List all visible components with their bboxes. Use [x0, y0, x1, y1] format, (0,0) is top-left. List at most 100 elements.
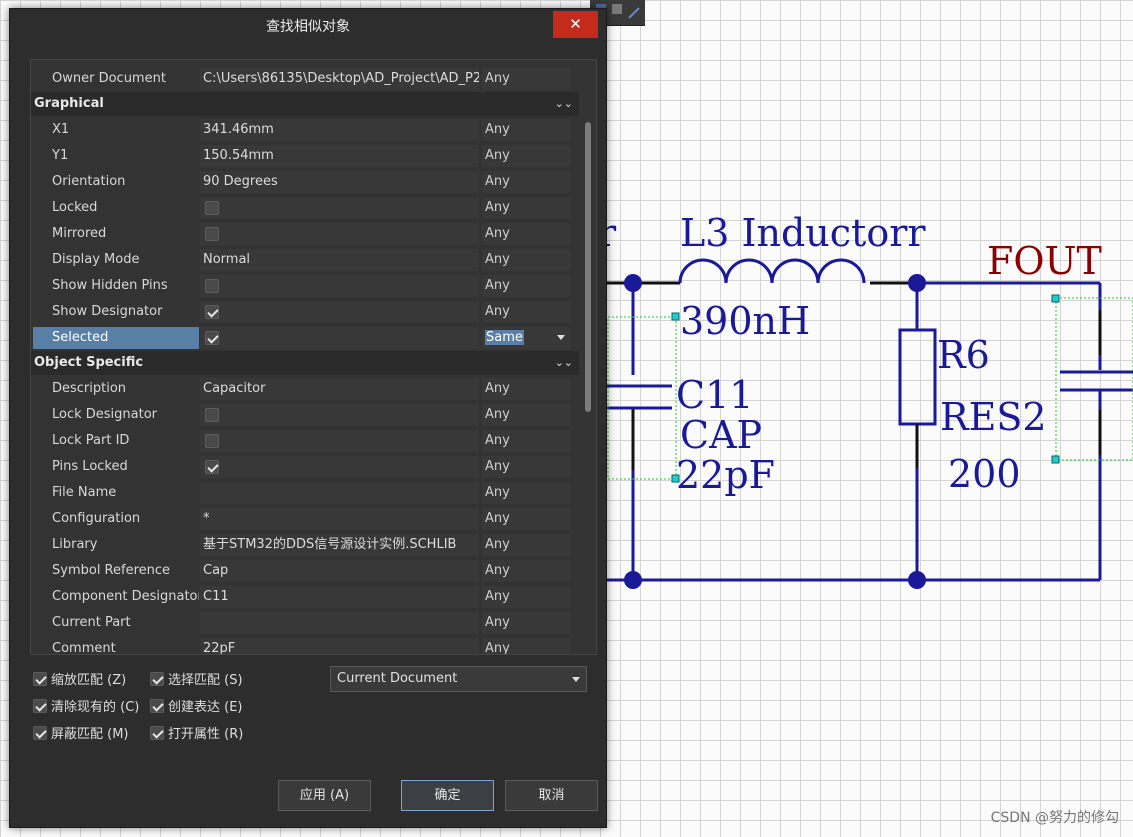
property-checkbox[interactable] — [205, 331, 219, 345]
property-value[interactable] — [200, 327, 479, 349]
property-match-operator[interactable]: Any — [482, 223, 571, 245]
apply-button[interactable]: 应用 (A) — [278, 780, 371, 811]
property-checkbox[interactable] — [205, 305, 219, 319]
property-value[interactable]: * — [200, 508, 479, 530]
option-zoom-match[interactable]: 缩放匹配 (Z) — [31, 669, 126, 688]
property-match-operator[interactable]: Any — [482, 301, 571, 323]
create-expression-checkbox[interactable] — [150, 699, 164, 713]
property-value[interactable] — [200, 430, 479, 452]
clear-existing-checkbox[interactable] — [33, 699, 47, 713]
property-match-operator[interactable]: Same — [482, 327, 571, 349]
property-match-operator[interactable]: Any — [482, 275, 571, 297]
property-match-operator[interactable]: Any — [482, 560, 571, 582]
property-value[interactable]: 150.54mm — [200, 145, 479, 167]
cap-value[interactable]: 22pF — [676, 453, 776, 497]
collapse-chevron-icon[interactable]: ⌄⌄ — [554, 356, 573, 369]
property-match-operator[interactable]: Any — [482, 430, 571, 452]
property-value[interactable] — [200, 275, 479, 297]
property-checkbox[interactable] — [205, 408, 219, 422]
property-value[interactable] — [200, 612, 479, 634]
res-comment[interactable]: RES2 — [940, 395, 1047, 439]
property-checkbox[interactable] — [205, 227, 219, 241]
line-tool-icon[interactable] — [628, 4, 640, 19]
property-match-operator[interactable]: Any — [482, 612, 571, 634]
net-label-fout[interactable]: FOUT — [987, 239, 1102, 283]
property-value[interactable]: Capacitor — [200, 378, 479, 400]
property-value[interactable] — [200, 301, 479, 323]
res-value[interactable]: 200 — [948, 452, 1021, 496]
property-value[interactable]: 基于STM32的DDS信号源设计实例.SCHLIB — [200, 534, 479, 556]
option-mask-match[interactable]: 屏蔽匹配 (M) — [31, 723, 129, 742]
inductor-value[interactable]: 390nH — [680, 299, 811, 343]
property-match-operator[interactable]: Any — [482, 638, 571, 654]
cap-designator[interactable]: C11 — [676, 373, 754, 417]
property-value[interactable]: 22pF — [200, 638, 479, 654]
scope-dropdown[interactable]: Current Document — [330, 666, 587, 692]
property-value[interactable]: Normal — [200, 249, 479, 271]
property-value[interactable] — [200, 482, 479, 504]
collapse-chevron-icon[interactable]: ⌄⌄ — [554, 97, 573, 110]
property-match-operator[interactable]: Any — [482, 378, 571, 400]
property-value[interactable]: Cap — [200, 560, 479, 582]
property-value[interactable]: 90 Degrees — [200, 171, 479, 193]
res-designator[interactable]: R6 — [937, 333, 990, 377]
chevron-down-icon[interactable] — [557, 335, 565, 340]
property-match-operator[interactable]: Any — [482, 68, 571, 90]
scrollbar-thumb[interactable] — [585, 122, 591, 412]
property-checkbox[interactable] — [205, 434, 219, 448]
property-checkbox[interactable] — [205, 279, 219, 293]
grid-scrollbar[interactable] — [582, 116, 594, 654]
property-match-operator[interactable]: Any — [482, 534, 571, 556]
property-match-operator[interactable]: Any — [482, 197, 571, 219]
section-header[interactable]: Graphical⌄⌄ — [31, 92, 579, 116]
property-value[interactable] — [200, 223, 479, 245]
property-match-operator[interactable]: Any — [482, 404, 571, 426]
property-match-operator[interactable]: Any — [482, 508, 571, 530]
property-value[interactable] — [200, 404, 479, 426]
property-checkbox[interactable] — [205, 460, 219, 474]
property-checkbox[interactable] — [205, 201, 219, 215]
property-value[interactable]: C11 — [200, 586, 479, 608]
cap-comment[interactable]: CAP — [680, 413, 763, 457]
property-value[interactable]: 341.46mm — [200, 119, 479, 141]
property-value[interactable] — [200, 197, 479, 219]
zoom-match-checkbox[interactable] — [33, 672, 47, 686]
section-header[interactable]: Object Specific⌄⌄ — [31, 351, 579, 375]
close-button[interactable]: ✕ — [553, 11, 598, 38]
property-match-operator[interactable]: Any — [482, 249, 571, 271]
property-value[interactable]: C:\Users\86135\Desktop\AD_Project\AD_P2\ — [200, 68, 479, 90]
property-match-operator[interactable]: Any — [482, 456, 571, 478]
mask-match-checkbox[interactable] — [33, 726, 47, 740]
property-match-operator[interactable]: Any — [482, 145, 571, 167]
inductor-label[interactable]: L3 Inductorr — [680, 211, 926, 255]
property-value[interactable] — [200, 456, 479, 478]
ok-button[interactable]: 确定 — [401, 780, 494, 811]
property-match-operator[interactable]: Any — [482, 482, 571, 504]
open-properties-checkbox[interactable] — [150, 726, 164, 740]
property-row[interactable]: Configuration*Any — [31, 507, 579, 531]
property-match-operator[interactable]: Any — [482, 119, 571, 141]
select-match-checkbox[interactable] — [150, 672, 164, 686]
option-create-expression[interactable]: 创建表达 (E) — [148, 696, 243, 715]
